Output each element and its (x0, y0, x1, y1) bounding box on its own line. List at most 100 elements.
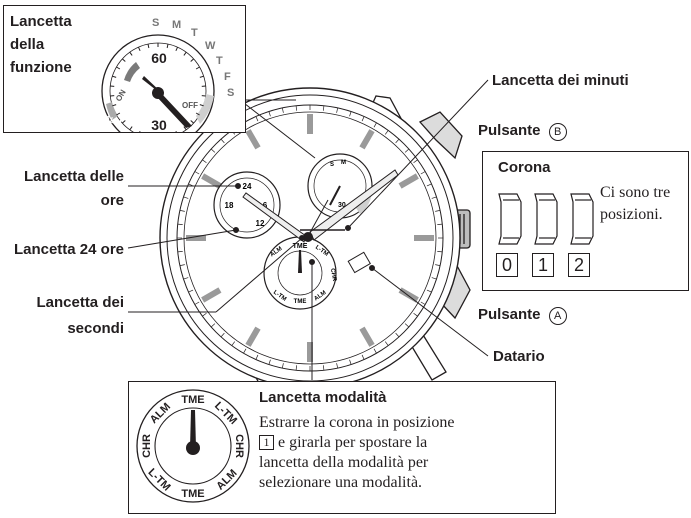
hour24-hand-label: Lancetta 24 ore (13, 241, 124, 258)
subdial-12-label: 12 (256, 219, 265, 228)
minute-tick (183, 277, 189, 280)
mode-desc-position-box: 1 (259, 435, 274, 450)
hour-index (201, 287, 222, 303)
subdial-30-label: 30 (338, 202, 346, 209)
minute-tick (183, 196, 189, 199)
crown-note: Ci sono tre posizioni. (600, 182, 686, 226)
subdial-m-label: M (341, 160, 346, 166)
minute-tick (323, 105, 325, 111)
minute-tick (179, 210, 185, 212)
minute-tick (395, 332, 400, 338)
crown-position-2: 2 (568, 253, 590, 277)
crown-note-line1: Ci sono tre (600, 184, 671, 201)
hour-hand-label-line2: ore (100, 192, 124, 209)
date-window (347, 251, 371, 274)
main-hands (242, 169, 399, 243)
minute-tick (194, 301, 200, 305)
function-dial-tick (175, 46, 178, 52)
function-dial-tick (121, 120, 126, 124)
seconds-hand-label-line2: secondi (67, 320, 124, 337)
hour-hand-label: Lancetta delle ore (0, 165, 124, 213)
button-b-mark: B (548, 123, 567, 141)
minute-tick (431, 277, 437, 280)
function-dial-tick (195, 66, 200, 70)
function-hand-label: Lancetta della funzione (10, 10, 72, 79)
function-hand-box: Lancetta della funzione S M T W T F S 60… (3, 5, 246, 133)
day-t2: T (216, 55, 223, 67)
function-dial-tick (112, 104, 117, 107)
minute-tick (361, 116, 365, 122)
function-dial-tick (112, 75, 117, 78)
subdial-function: S M 30 (307, 153, 373, 219)
leader-lines (127, 79, 489, 380)
function-dial-tick (138, 46, 141, 52)
minute-tick (177, 251, 183, 253)
crown-title: Corona (498, 159, 551, 176)
button-b-text: Pulsante (478, 122, 541, 139)
function-dial-tick (195, 112, 200, 116)
button-b-label: Pulsante B (478, 121, 567, 141)
subdial-mode-tme: TME (293, 243, 308, 250)
function-dial-tick (175, 130, 177, 132)
function-hand-label-line1: Lancetta (10, 13, 72, 30)
function-dial-tick (199, 104, 204, 107)
function-dial-tick (199, 75, 204, 78)
minute-tick (336, 107, 338, 113)
function-dial-tick (166, 43, 169, 49)
minute-tick (426, 289, 432, 293)
crown-positions-drawing (498, 193, 594, 245)
function-dial-zoom: S M T W T F S 60 30 ON OFF ALM (101, 17, 234, 132)
function-dial-tick (121, 58, 126, 62)
day-s2: S (227, 87, 234, 99)
minute-tick (188, 289, 194, 293)
function-dial-tick (183, 126, 187, 131)
hour-index (359, 326, 375, 347)
minute-tick (282, 363, 284, 369)
mode-desc-line4: selezionare una modalità. (259, 474, 423, 491)
minute-tick (420, 171, 426, 175)
subdial-24-label: 24 (243, 182, 252, 191)
minute-tick (177, 223, 183, 225)
minute-tick (349, 359, 352, 365)
function-dial-tick (190, 58, 195, 62)
minute-tick (384, 341, 389, 346)
minute-tick (437, 251, 443, 253)
minute-tick (413, 312, 418, 317)
mode-dial-label: TME (181, 394, 204, 406)
dial-off: OFF (182, 101, 198, 110)
seconds-hand-label-line1: Lancetta dei (36, 294, 124, 311)
mode-desc-line3: lancetta della modalità per (259, 454, 429, 471)
minute-tick (384, 130, 389, 135)
minute-hand-label: Lancetta dei minuti (492, 72, 629, 89)
hour-index (245, 326, 261, 347)
minute-tick (210, 323, 216, 328)
day-w: W (205, 40, 216, 52)
hour-hand-label-line1: Lancetta delle (23, 168, 124, 185)
subdial-mode: TME ALM L-TM CHR L-TM TME ALM (263, 236, 337, 310)
hour-index (398, 173, 419, 189)
function-hand-label-line3: funzione (10, 59, 72, 76)
subdial-24-hour: 24 18 6 12 (213, 171, 281, 239)
minute-tick (426, 183, 432, 187)
mode-dial-label: CHR (233, 434, 245, 458)
minute-tick (349, 111, 352, 117)
minute-tick (361, 354, 365, 360)
function-dial-tick (139, 130, 141, 132)
day-t1: T (191, 27, 198, 39)
minute-tick (255, 116, 259, 122)
function-dial-tick (116, 66, 121, 70)
mode-hand-title: Lancetta modalità (259, 389, 387, 406)
minute-tick (268, 359, 271, 365)
subdial-mode-chr: CHR (329, 268, 337, 283)
minute-tick (295, 365, 297, 371)
minute-tick (295, 105, 297, 111)
minute-tick (435, 210, 441, 212)
minute-tick (336, 363, 338, 369)
hour-index (201, 173, 222, 189)
minute-tick (282, 107, 284, 113)
mode-desc-line2-text: e girarla per spostare la (278, 434, 428, 451)
button-a-text: Pulsante (478, 306, 541, 323)
mode-hand-description: Estrarre la corona in posizione 1 e gira… (259, 413, 551, 493)
